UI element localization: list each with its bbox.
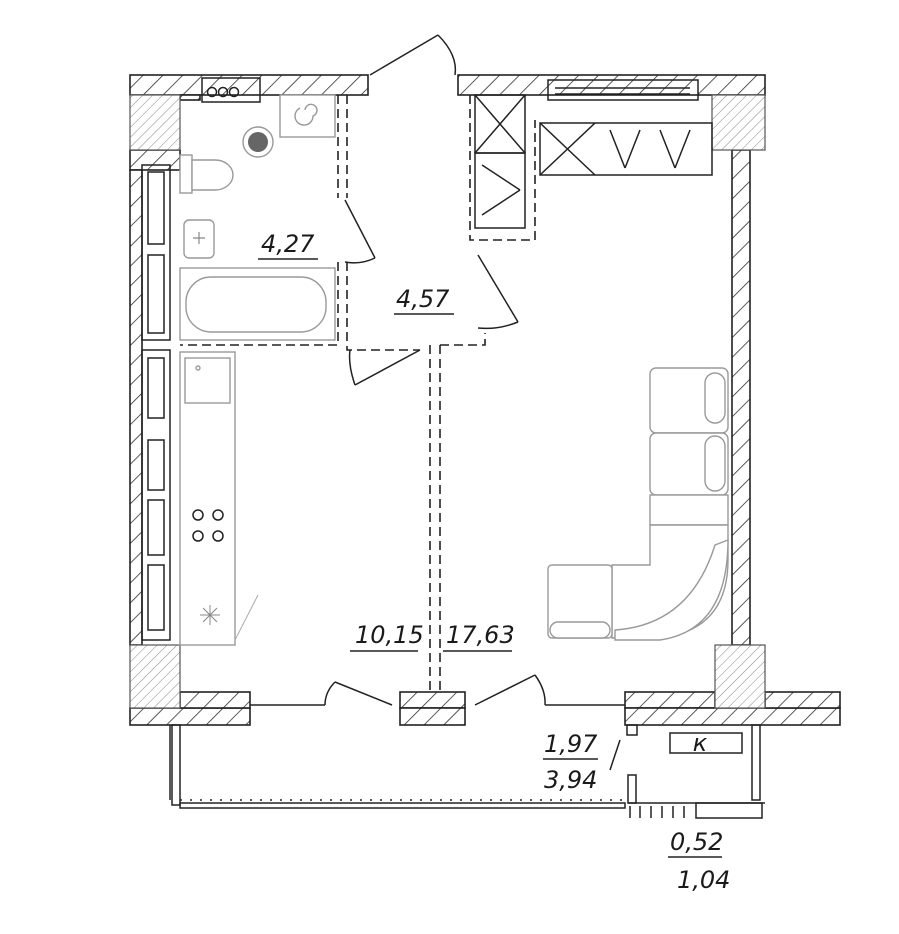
partitions (180, 95, 536, 692)
ac-unit-box (669, 732, 743, 754)
room-labels: 4,27 4,57 10,15 17,63 1,97 3,94 к 0,52 1… (258, 230, 730, 894)
hallway-area: 4,57 (396, 285, 450, 313)
bathroom-area: 4,27 (261, 230, 315, 258)
corner-sofa (547, 367, 729, 641)
left-windows (141, 164, 171, 641)
structural-columns (129, 94, 766, 709)
wardrobe (474, 94, 713, 229)
ac-unit-label: к (693, 729, 708, 757)
stove-icon (192, 509, 224, 542)
ventilation-shaft (201, 77, 699, 103)
doors (250, 34, 625, 706)
bathroom-fixtures (179, 94, 336, 341)
balcony-area: 0,52 (670, 828, 723, 856)
kitchen-counter (179, 351, 259, 646)
loggia-area: 1,97 (544, 730, 598, 758)
ac-balcony (627, 724, 765, 819)
living-room-area: 17,63 (446, 621, 515, 649)
loggia-area-full: 3,94 (544, 766, 597, 794)
loggia (169, 724, 638, 809)
balcony-area-full: 1,04 (677, 866, 730, 894)
kitchen-area: 10,15 (355, 621, 424, 649)
